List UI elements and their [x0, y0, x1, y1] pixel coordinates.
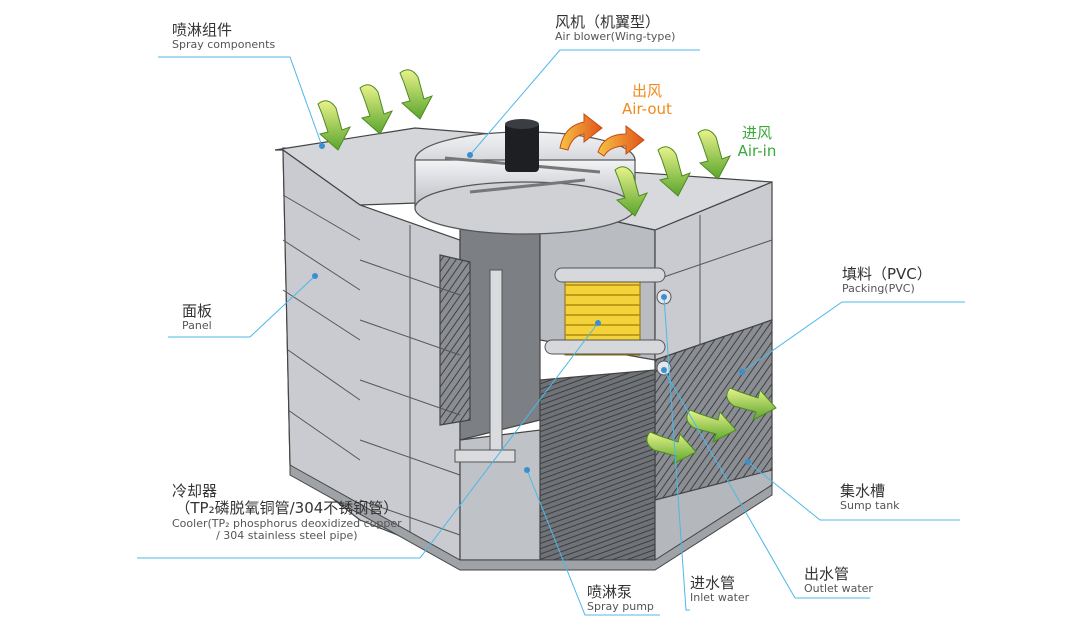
leader-dot: [467, 152, 473, 158]
label-cooler-zh2: （TP₂磷脱氧铜管/304不锈钢管）: [175, 499, 399, 518]
label-air-out-en: Air-out: [622, 100, 672, 118]
leader-dots: [312, 143, 751, 473]
coil-bank: [539, 369, 656, 561]
label-packing-en: Packing(PVC): [842, 282, 915, 296]
leader-outlet-water: [663, 369, 870, 599]
leader-lines: [137, 49, 965, 616]
air-in-arrows: [317, 69, 777, 466]
leader-dot: [661, 294, 667, 300]
leader-sump-tank: [747, 461, 960, 521]
label-spray-components-en: Spray components: [172, 38, 276, 52]
label-cooler-en1: Cooler(TP₂ phosphorus deoxidized copper: [172, 516, 402, 530]
leader-dot: [524, 467, 530, 473]
label-spray-pump: 喷淋泵 Spray pump: [587, 583, 654, 614]
leader-dot: [661, 367, 667, 373]
label-spray-pump-zh: 喷淋泵: [587, 583, 633, 601]
label-air-out-zh: 出风: [631, 82, 662, 100]
label-outlet-water-en: Outlet water: [804, 582, 873, 596]
air-in-arrow-icon: [726, 387, 777, 422]
label-inlet-water-zh: 进水管: [690, 574, 736, 592]
leader-air-blower: [469, 49, 700, 156]
leader-spray-pump: [526, 469, 660, 616]
leader-dot: [319, 143, 325, 149]
leader-panel: [168, 275, 316, 338]
air-in-arrow-icon: [359, 84, 394, 135]
label-sump-tank-zh: 集水槽: [840, 482, 886, 500]
air-in-arrow-icon: [646, 431, 697, 466]
left-interior-hatch: [439, 254, 471, 426]
air-in-arrow-icon: [317, 100, 352, 151]
label-packing-zh: 填料（PVC）: [842, 265, 932, 283]
label-spray-pump-en: Spray pump: [587, 600, 654, 614]
label-air-in-zh: 进风: [741, 124, 772, 142]
leader-dot: [739, 369, 745, 375]
fan-assembly: [414, 119, 636, 235]
label-sump-tank: 集水槽 Sump tank: [840, 482, 900, 513]
label-inlet-water-en: Inlet water: [690, 591, 750, 605]
leader-inlet-water: [663, 296, 690, 611]
air-in-arrow-icon: [657, 146, 692, 197]
label-air-blower-en: Air blower(Wing-type): [555, 30, 676, 44]
air-in-arrow-icon: [686, 409, 737, 444]
leader-packing: [741, 301, 965, 373]
air-in-arrow-icon: [697, 129, 732, 180]
label-inlet-water: 进水管 Inlet water: [690, 574, 750, 605]
tower-base: [289, 464, 773, 571]
leader-dot: [745, 459, 751, 465]
panel-seams: [282, 194, 773, 540]
label-panel-zh: 面板: [182, 302, 213, 320]
label-cooler-en2: / 304 stainless steel pipe): [216, 529, 358, 543]
label-cooler: 冷却器 （TP₂磷脱氧铜管/304不锈钢管） Cooler(TP₂ phosph…: [172, 482, 402, 543]
air-out-arrows: [559, 112, 645, 157]
label-air-out: 出风 Air-out: [616, 82, 678, 118]
label-air-in: 进风 Air-in: [728, 124, 786, 160]
leader-dot: [595, 320, 601, 326]
label-sump-tank-en: Sump tank: [840, 499, 900, 513]
label-air-blower-zh: 风机（机翼型）: [555, 13, 661, 31]
label-cooler-zh1: 冷却器: [172, 482, 218, 500]
leader-dot: [312, 273, 318, 279]
leader-cooler: [137, 322, 599, 559]
label-spray-components-zh: 喷淋组件: [172, 21, 233, 39]
air-in-arrow-icon: [614, 166, 649, 217]
cooler-coil: [544, 267, 672, 376]
label-outlet-water: 出水管 Outlet water: [804, 565, 873, 596]
air-out-arrow-icon: [559, 112, 603, 151]
label-air-in-en: Air-in: [737, 142, 777, 160]
air-in-arrow-icon: [399, 69, 434, 120]
fan-motor: [505, 122, 539, 172]
label-panel: 面板 Panel: [182, 302, 213, 333]
leader-spray-components: [158, 56, 323, 147]
label-outlet-water-zh: 出水管: [804, 565, 850, 583]
label-spray-components: 喷淋组件 Spray components: [172, 21, 276, 52]
label-packing: 填料（PVC） Packing(PVC): [842, 265, 932, 296]
label-air-blower: 风机（机翼型） Air blower(Wing-type): [555, 13, 676, 44]
air-out-arrow-icon: [597, 124, 645, 157]
label-panel-en: Panel: [182, 319, 212, 333]
